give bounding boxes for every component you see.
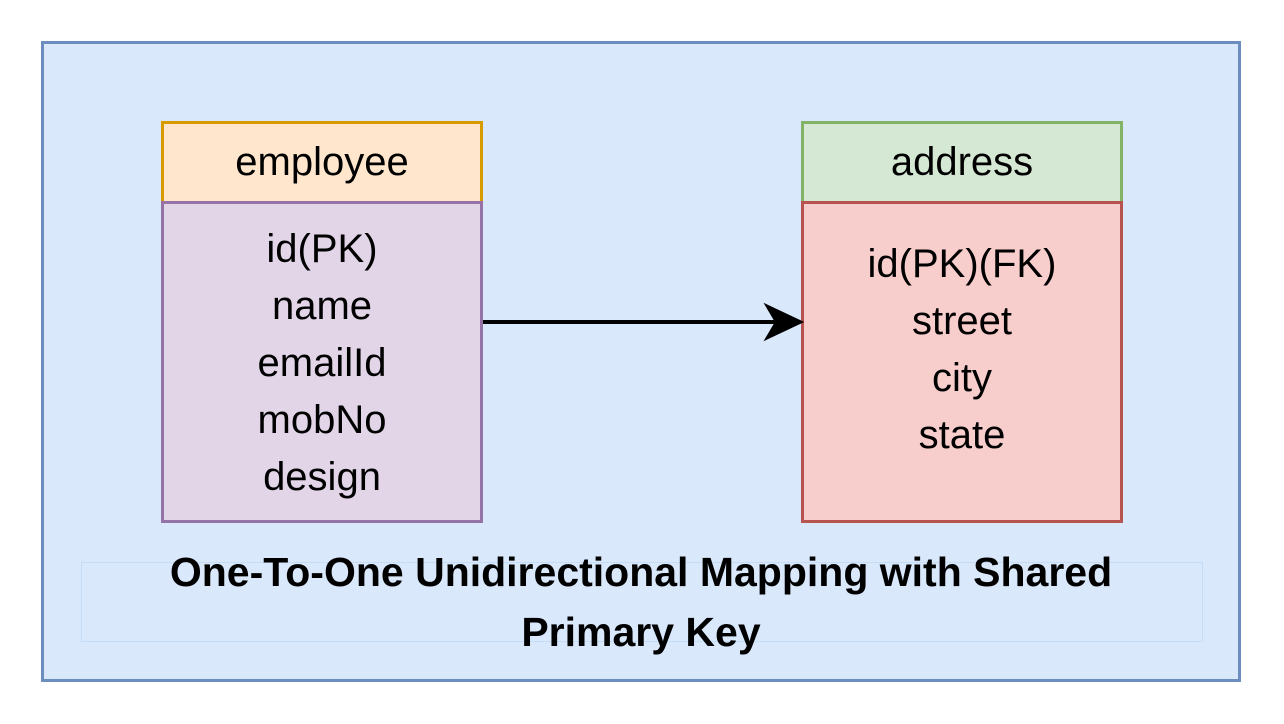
employee-field-mobno: mobNo [257,397,387,442]
address-field-state: state [918,413,1006,457]
employee-field-design: design [263,454,381,499]
address-field-street: street [911,299,1013,343]
address-entity-title: address [890,140,1034,184]
address-field-city: city [932,356,992,400]
employee-field-name: name [271,283,373,328]
address-field-id: id(PK)(FK) [867,242,1057,286]
diagram-caption: One-To-One Unidirectional Mapping with S… [41,542,1241,662]
employee-entity-header[interactable]: employee [161,121,483,204]
caption-line-1: One-To-One Unidirectional Mapping with S… [169,549,1113,595]
employee-entity-fields[interactable]: id(PK) name emailId mobNo design [161,201,483,523]
address-entity-header[interactable]: address [801,121,1123,204]
employee-field-emailid: emailId [257,340,387,385]
caption-box [81,562,1203,642]
employee-entity-title: employee [235,140,409,184]
employee-field-id: id(PK) [266,226,378,271]
caption-line-2: Primary Key [521,609,761,655]
address-entity-fields[interactable]: id(PK)(FK) street city state [801,201,1123,523]
